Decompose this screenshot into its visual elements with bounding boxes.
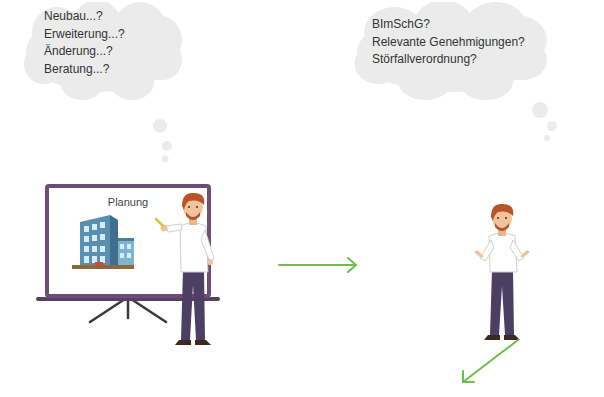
thought-cloud: BImSchG?Relevante Genehmigungen?Störfall…	[352, 2, 547, 102]
thought-text: Störfallverordnung?	[372, 51, 533, 69]
flow-arrows	[279, 258, 518, 382]
thought-text: BImSchG?	[372, 16, 533, 34]
presenter-figure	[156, 193, 214, 345]
thought-text: Änderung...?	[44, 43, 164, 61]
whiteboard: Planung	[47, 186, 209, 296]
questioning-figure	[474, 204, 530, 340]
thought-text: Beratung...?	[44, 61, 164, 79]
thought-cloud: Neubau...?Erweiterung...?Änderung...?Ber…	[22, 2, 182, 102]
thought-bubbles	[153, 102, 557, 163]
thought-text: Neubau...?	[44, 8, 164, 26]
thought-text: Erweiterung...?	[44, 26, 164, 44]
board-title: Planung	[53, 194, 203, 212]
building-icon	[72, 215, 134, 269]
thought-text: Relevante Genehmigungen?	[372, 34, 533, 52]
